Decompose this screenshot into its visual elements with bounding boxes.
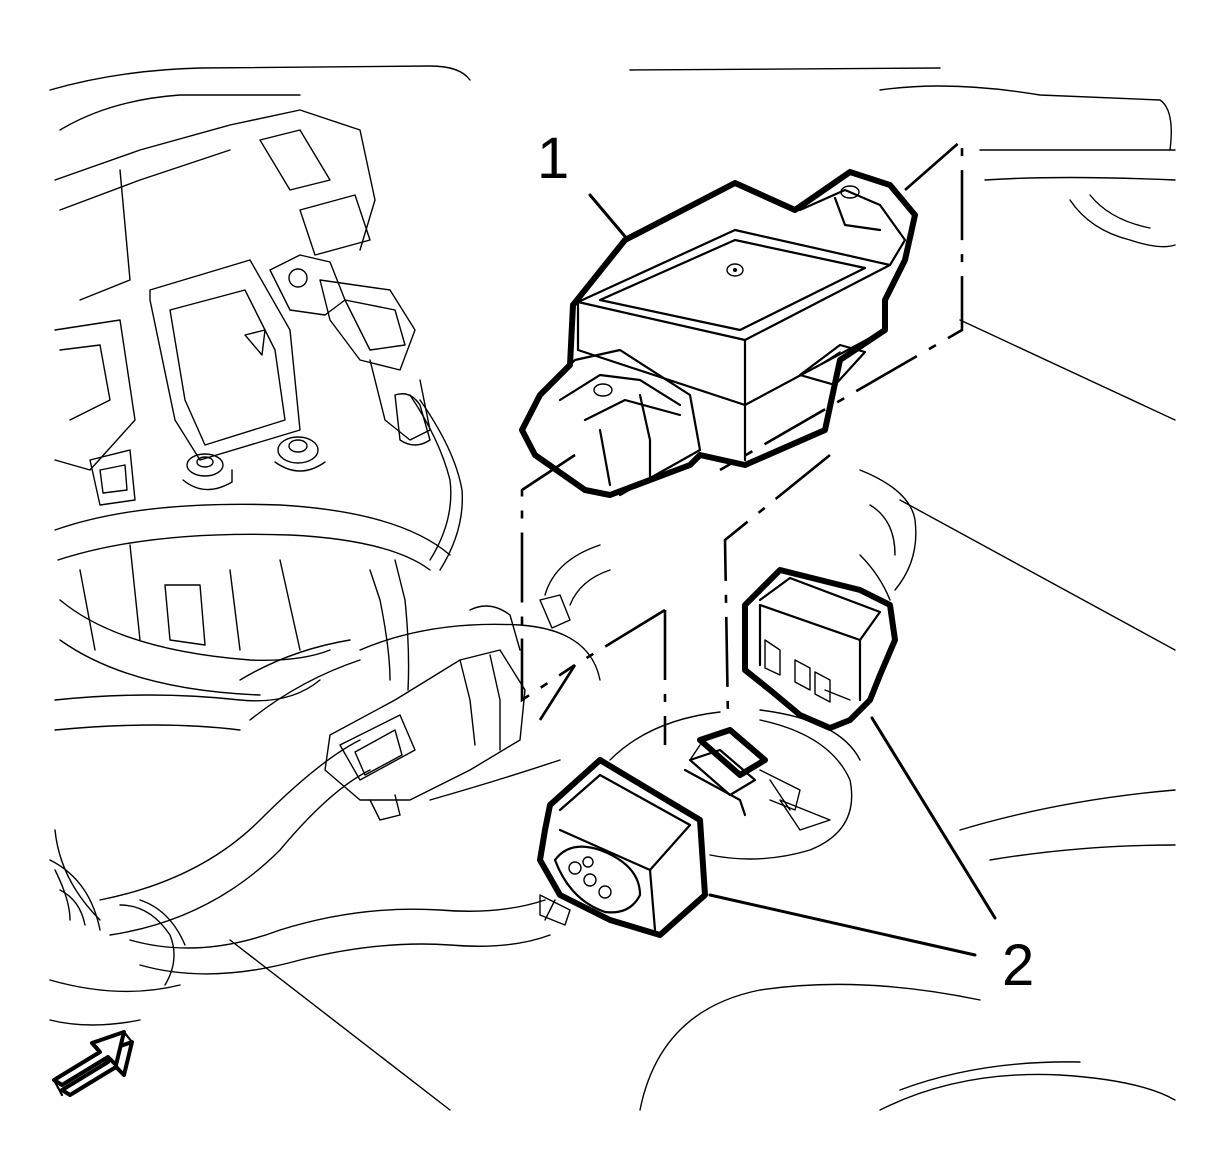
callout-1: 1: [537, 126, 569, 191]
latch-clip: [683, 727, 801, 817]
view-direction-arrow-icon: [52, 1030, 134, 1097]
module-part-1: [519, 169, 918, 498]
callout-2: 2: [1002, 933, 1034, 998]
alignment-lines: [520, 137, 964, 745]
connector-part-2-rear: [742, 567, 898, 731]
leader-lines: [588, 193, 997, 957]
leader-line-1: [588, 193, 630, 242]
leader-line-2a: [708, 893, 977, 957]
leader-line-2b: [870, 716, 997, 920]
background-linework: [49, 65, 1176, 1111]
connector-part-2-front: [537, 757, 708, 938]
